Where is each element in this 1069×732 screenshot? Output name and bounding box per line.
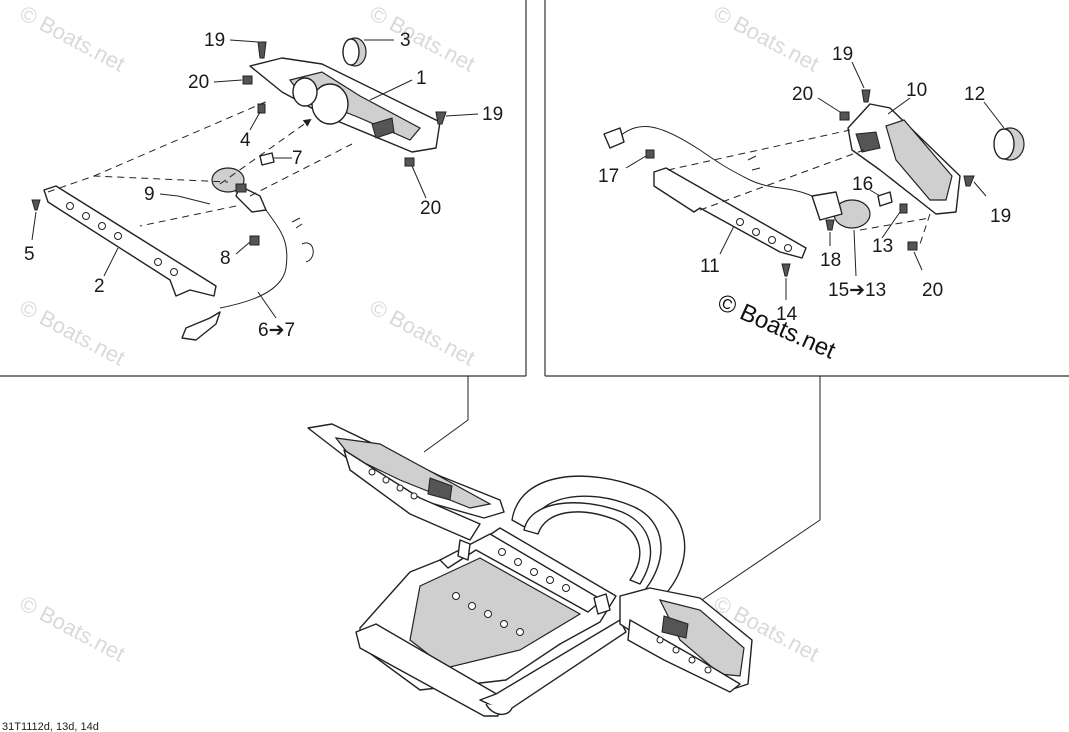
callout-19: 19 bbox=[990, 206, 1011, 227]
callout-15: 15➔13 bbox=[828, 280, 886, 301]
callout-20: 20 bbox=[922, 280, 943, 301]
callout-4: 4 bbox=[240, 130, 251, 151]
mounting-bracket bbox=[653, 167, 807, 259]
callout-20: 20 bbox=[188, 72, 209, 93]
callout-6: 6➔7 bbox=[258, 320, 295, 341]
callout-18: 18 bbox=[820, 250, 841, 271]
left-callouts: 19 3 20 1 19 4 7 20 9 5 8 2 6➔7 bbox=[24, 30, 503, 341]
reference-code: 31T1112d, 13d, 14d bbox=[2, 721, 99, 732]
callout-9: 9 bbox=[144, 184, 155, 205]
callout-10: 10 bbox=[906, 80, 927, 101]
callout-14: 14 bbox=[776, 304, 798, 325]
callout-20: 20 bbox=[792, 84, 813, 105]
left-light-assembly bbox=[31, 37, 479, 341]
callout-5: 5 bbox=[24, 244, 35, 265]
callout-11: 11 bbox=[700, 256, 720, 277]
callout-19: 19 bbox=[204, 30, 225, 51]
watermarks: © Boats.net © Boats.net © Boats.net © Bo… bbox=[16, 0, 824, 666]
watermark: © Boats.net bbox=[366, 0, 480, 76]
watermark: © Boats.net bbox=[16, 590, 130, 666]
right-panel-frame bbox=[544, 0, 1069, 377]
frame-holes bbox=[452, 548, 570, 636]
callout-20: 20 bbox=[420, 198, 441, 219]
callout-16: 16 bbox=[852, 174, 873, 195]
bracket-holes bbox=[66, 202, 178, 276]
right-callouts: 19 20 10 12 17 16 19 13 11 18 20 14 15➔1… bbox=[598, 44, 1011, 325]
callout-19: 19 bbox=[482, 104, 503, 125]
callout-17: 17 bbox=[598, 166, 619, 187]
watermark: © Boats.net bbox=[710, 0, 824, 76]
watermark: © Boats.net bbox=[16, 294, 130, 370]
watermark: © Boats.net bbox=[16, 0, 130, 76]
bracket-holes bbox=[736, 218, 792, 252]
callout-2: 2 bbox=[94, 276, 105, 297]
copyright-text: © Boats.net bbox=[714, 289, 840, 365]
callout-3: 3 bbox=[400, 30, 411, 51]
callout-12: 12 bbox=[964, 84, 985, 105]
frame-holes bbox=[368, 468, 418, 500]
callout-1: 1 bbox=[416, 68, 427, 89]
callout-7: 7 bbox=[292, 148, 303, 169]
watermark: © Boats.net bbox=[366, 294, 480, 370]
callout-13: 13 bbox=[872, 236, 893, 257]
frame-holes bbox=[656, 636, 712, 674]
left-panel-frame bbox=[0, 0, 527, 377]
vehicle-frame-assembly bbox=[307, 423, 753, 717]
callout-19: 19 bbox=[832, 44, 853, 65]
right-light-assembly bbox=[603, 61, 1025, 300]
callout-8: 8 bbox=[220, 248, 231, 269]
